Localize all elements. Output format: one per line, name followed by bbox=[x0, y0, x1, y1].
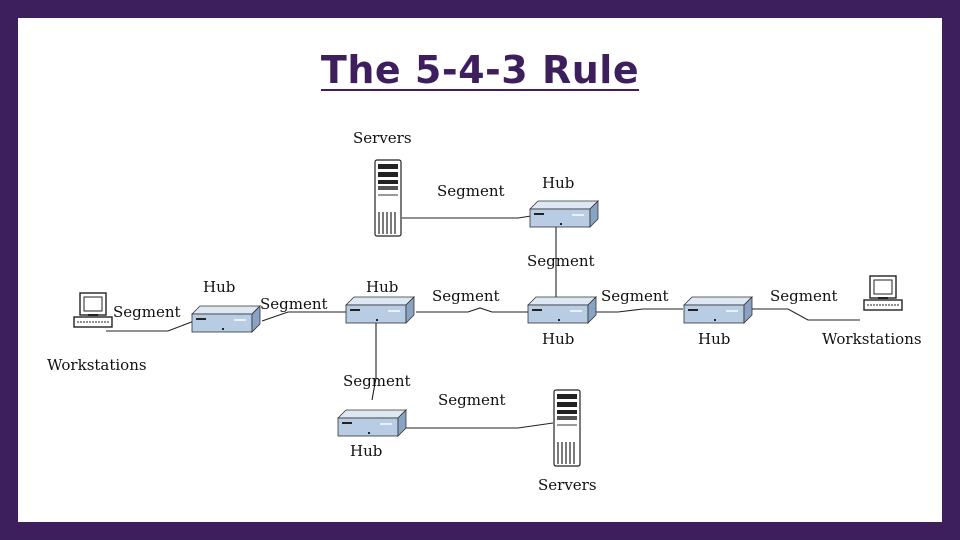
hub-bottom-icon bbox=[337, 409, 407, 437]
segment-label: Segment bbox=[432, 287, 500, 305]
hub-right-icon bbox=[683, 296, 753, 324]
hub-label: Hub bbox=[542, 174, 574, 192]
servers-top-label: Servers bbox=[353, 129, 412, 147]
servers-bottom-label: Servers bbox=[538, 476, 597, 494]
segment-label: Segment bbox=[770, 287, 838, 305]
segment-label: Segment bbox=[438, 391, 506, 409]
workstations-right-label: Workstations bbox=[822, 330, 922, 348]
hub-top-icon bbox=[529, 200, 599, 228]
workstation-left-icon bbox=[73, 292, 113, 328]
segment-line bbox=[406, 422, 554, 429]
server-top-icon bbox=[374, 159, 402, 237]
segment-line bbox=[416, 307, 528, 313]
slide-title: The 5-4-3 Rule bbox=[320, 48, 640, 92]
segment-label: Segment bbox=[260, 295, 328, 313]
segment-line bbox=[371, 322, 377, 401]
hub-label: Hub bbox=[350, 442, 382, 460]
segment-label: Segment bbox=[343, 372, 411, 390]
segment-line bbox=[751, 308, 860, 321]
hub-label: Hub bbox=[542, 330, 574, 348]
hub-middle-icon bbox=[527, 296, 597, 324]
segment-lines bbox=[106, 215, 860, 429]
segment-line bbox=[596, 308, 683, 313]
slide: The 5-4-3 Rule bbox=[18, 18, 942, 522]
hub-label: Hub bbox=[203, 278, 235, 296]
segment-line bbox=[402, 215, 532, 219]
server-bottom-icon bbox=[553, 389, 581, 467]
hub-label: Hub bbox=[366, 278, 398, 296]
workstations-left-label: Workstations bbox=[47, 356, 147, 374]
segment-label: Segment bbox=[601, 287, 669, 305]
segment-line bbox=[261, 311, 348, 322]
hub-label: Hub bbox=[698, 330, 730, 348]
hub-left-icon bbox=[191, 305, 261, 333]
segment-label: Segment bbox=[113, 303, 181, 321]
hub-center-icon bbox=[345, 296, 415, 324]
network-diagram: Servers Segment Hub Segment Hub Hub Segm… bbox=[47, 129, 922, 494]
segment-label: Segment bbox=[437, 182, 505, 200]
segment-line bbox=[106, 320, 195, 332]
workstation-right-icon bbox=[863, 275, 903, 311]
segment-label: Segment bbox=[527, 252, 595, 270]
